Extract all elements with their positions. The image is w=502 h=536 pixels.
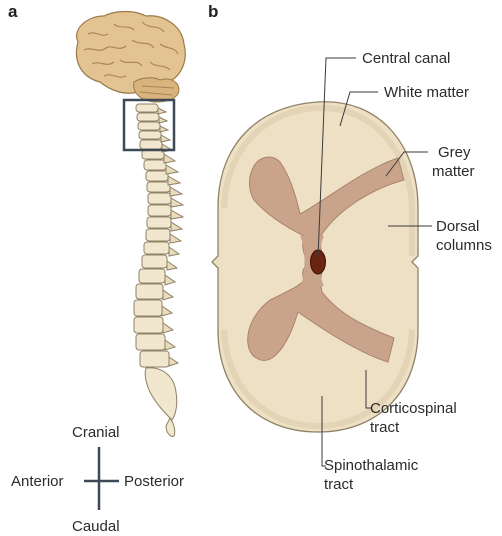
label-central-canal: Central canal bbox=[362, 49, 450, 68]
label-cranial: Cranial bbox=[72, 423, 120, 442]
orientation-cross bbox=[84, 447, 119, 510]
label-spinothalamic-line1: Spinothalamic bbox=[324, 456, 418, 475]
label-spinothalamic-line2: tract bbox=[324, 475, 353, 494]
label-caudal: Caudal bbox=[72, 517, 120, 536]
brain-illustration bbox=[76, 12, 185, 103]
label-corticospinal-line2: tract bbox=[370, 418, 399, 437]
label-white-matter: White matter bbox=[384, 83, 469, 102]
label-corticospinal-line1: Corticospinal bbox=[370, 399, 457, 418]
label-dorsal-columns-line1: Dorsal bbox=[436, 217, 479, 236]
label-grey-matter-line1: Grey bbox=[438, 143, 471, 162]
label-grey-matter-line2: matter bbox=[432, 162, 475, 181]
spine-illustration bbox=[134, 104, 177, 436]
label-dorsal-columns-line2: columns bbox=[436, 236, 492, 255]
label-posterior: Posterior bbox=[124, 472, 184, 491]
spinal-cord-section bbox=[212, 102, 418, 432]
label-anterior: Anterior bbox=[11, 472, 64, 491]
